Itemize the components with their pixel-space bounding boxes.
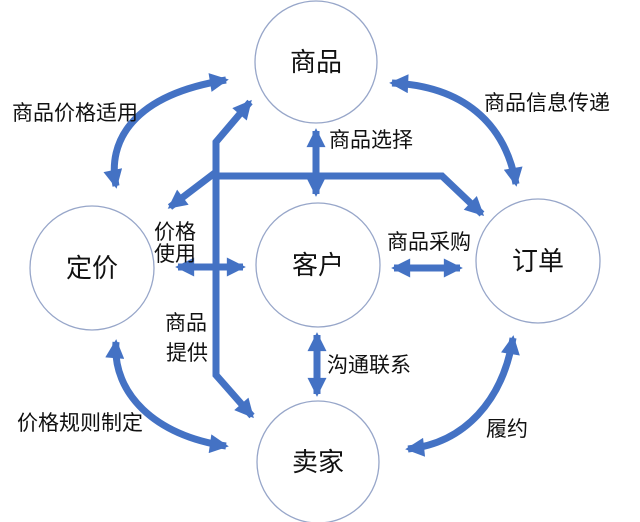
edge-price-rule-arrow	[105, 339, 229, 454]
node-pricing-circle	[29, 205, 155, 331]
connector-pricing-to-product	[212, 99, 253, 178]
edge-label-product-select: 商品选择	[329, 129, 413, 152]
edge-label-fulfillment: 履约	[486, 418, 528, 441]
edge-label-info-transfer: 商品信息传递	[484, 92, 610, 115]
edge-fulfillment-arrow	[405, 335, 520, 457]
edge-label-product-provide-line1: 商品	[165, 312, 207, 335]
edge-label-price-rule: 价格规则制定	[17, 412, 143, 435]
node-customer-label: 客户	[292, 250, 344, 280]
node-product-circle	[254, 0, 378, 124]
connector-to-order	[213, 172, 485, 217]
connector-to-seller	[212, 172, 255, 419]
node-seller-circle	[256, 400, 380, 522]
edge-label-price-use-line2: 使用	[154, 243, 196, 266]
edge-label-price-use-line1: 价格	[154, 221, 196, 244]
node-pricing-label: 定价	[66, 253, 118, 283]
node-product-label: 商品	[290, 47, 342, 77]
edge-label-product-provide-line2: 提供	[166, 342, 208, 365]
edge-label-product-purchase: 商品采购	[387, 231, 471, 254]
node-seller-label: 卖家	[292, 447, 344, 477]
node-order-label: 订单	[512, 246, 564, 276]
connector-to-pricing	[167, 169, 219, 210]
edge-label-communication: 沟通联系	[327, 354, 411, 377]
node-customer-circle	[255, 202, 381, 328]
edge-price-apply-arrow	[103, 73, 229, 189]
edge-label-price-apply: 商品价格适用	[12, 102, 138, 125]
node-order-circle	[475, 198, 601, 324]
edge-info-transfer-arrow	[389, 74, 523, 187]
